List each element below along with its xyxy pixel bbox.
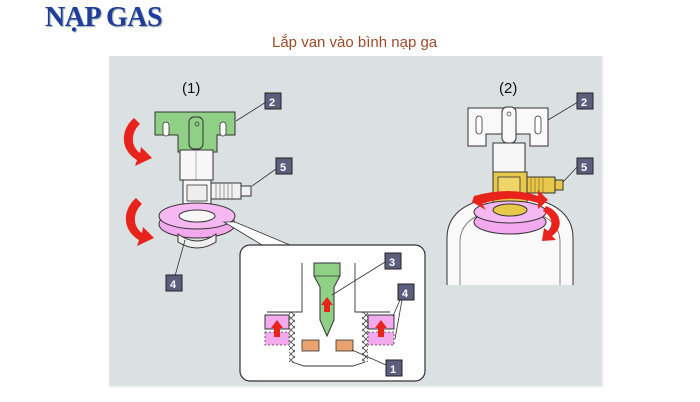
callout-badge-2: 2 <box>264 92 282 110</box>
callout-badge-4: 4 <box>397 283 415 301</box>
figure-2-label: (2) <box>499 80 517 97</box>
svg-text:5: 5 <box>581 162 587 174</box>
up-arrow-icon <box>271 320 283 337</box>
svg-text:5: 5 <box>280 162 286 174</box>
figure-1: (1) <box>123 80 277 277</box>
rotate-arrow-icon <box>123 118 152 166</box>
svg-text:2: 2 <box>581 97 587 109</box>
svg-text:1: 1 <box>390 364 396 376</box>
svg-text:2: 2 <box>269 97 275 109</box>
up-arrow-icon <box>321 297 333 312</box>
gasket-ring-1 <box>158 202 236 249</box>
valve-handle-green <box>154 111 236 153</box>
figure-2: (2) <box>446 80 579 285</box>
callout-badge-3: 3 <box>384 252 402 270</box>
page-title: NẠP GAS <box>45 2 163 33</box>
rotate-arrow-icon <box>472 190 548 210</box>
up-arrow-icon <box>375 320 387 337</box>
figure-1-label: (1) <box>182 80 200 97</box>
valve-handle-white <box>467 106 549 173</box>
gasket-ring-2 <box>473 200 547 235</box>
svg-text:4: 4 <box>170 279 177 291</box>
rotate-arrow-icon <box>542 206 560 241</box>
diagram-subtitle: Lắp van vào bình nạp ga <box>272 34 438 51</box>
callout-badge-5: 5 <box>576 157 594 175</box>
callout-badge-2: 2 <box>576 92 594 110</box>
svg-text:3: 3 <box>389 257 395 269</box>
callout-badge-5: 5 <box>275 157 293 175</box>
callout-badge-4: 4 <box>165 274 183 292</box>
svg-text:4: 4 <box>402 288 409 300</box>
rotate-arrow-icon <box>125 198 154 246</box>
detail-cutaway <box>222 221 426 382</box>
callout-badge-1: 1 <box>385 359 403 377</box>
